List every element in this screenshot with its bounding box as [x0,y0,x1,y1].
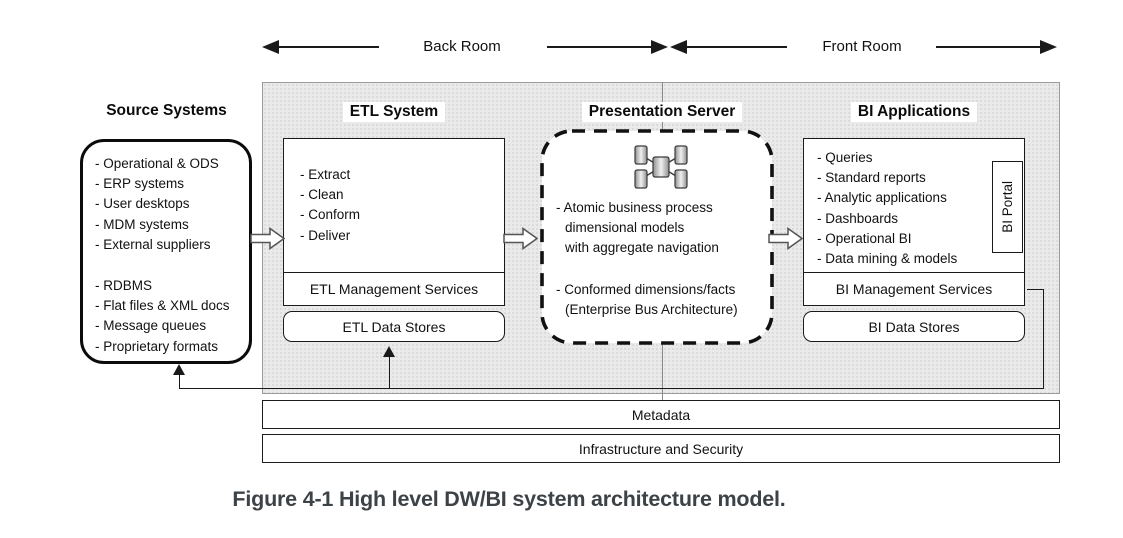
figure-caption: Figure 4-1 High level DW/BI system archi… [232,487,786,511]
source-item: - Flat files & XML docs [95,298,230,314]
presentation-bullet-line: dimensional models [565,220,685,235]
presentation-bullet-line: - Conformed dimensions/facts [556,282,736,297]
front-room-line-left [687,46,787,48]
source-item: - External suppliers [95,236,211,252]
bi-data-stores-box: BI Data Stores [803,311,1025,342]
infrastructure-bar: Infrastructure and Security [262,434,1060,463]
back-room-line-right [547,46,652,48]
bi-item: - Queries [817,150,873,165]
etl-step: - Clean [300,187,344,203]
bi-management-services-row: BI Management Services [804,272,1024,305]
feedback-arrow-to-source-icon [173,364,185,375]
bi-portal-box: BI Portal [992,161,1023,253]
front-room-left-arrow-icon [670,40,687,54]
etl-step: - Extract [300,167,351,182]
source-item: - Message queues [95,318,207,334]
etl-system-title: ETL System [283,102,505,122]
bi-item: - Standard reports [817,170,926,186]
feedback-arrow-to-etl-data-stores-icon [383,346,395,357]
etl-step: - Deliver [300,227,351,243]
bi-item: - Analytic applications [817,190,947,206]
source-systems-group1: - Operational & ODS - ERP systems - User… [95,154,249,255]
etl-management-services-row: ETL Management Services [284,272,504,305]
source-systems-box: - Operational & ODS - ERP systems - User… [80,139,252,364]
etl-step: - Conform [300,207,361,223]
front-room-label: Front Room [822,38,902,55]
feedback-vertical-to-etl-stores [389,355,391,389]
star-schema-icon [634,145,688,189]
presentation-bullet-line: - Atomic business process [556,200,713,215]
source-item: - ERP systems [95,176,185,192]
front-room-right-arrow-icon [1040,40,1057,54]
bi-applications-title: BI Applications [803,102,1025,122]
metadata-bar: Metadata [262,400,1060,429]
feedback-stub-from-bi [1027,289,1044,291]
bi-item: - Data mining & models [817,251,958,267]
source-systems-title: Source Systems [106,102,227,119]
front-room-line-right [936,46,1040,48]
back-room-right-arrow-icon [651,40,668,54]
source-item: - Proprietary formats [95,338,219,354]
etl-system-box: - Extract - Clean - Conform - Deliver ET… [283,138,505,306]
presentation-bullet-line: with aggregate navigation [565,240,719,255]
source-item: - RDBMS [95,278,152,294]
source-item: - MDM systems [95,216,189,232]
back-room-left-arrow-icon [262,40,279,54]
source-item: - Operational & ODS [95,156,219,171]
feedback-line-horizontal [179,388,1044,390]
source-item: - User desktops [95,196,190,212]
bi-item: - Dashboards [817,210,899,226]
etl-data-stores-box: ETL Data Stores [283,311,505,342]
etl-steps: - Extract - Clean - Conform - Deliver [284,139,504,246]
bi-item: - Operational BI [817,230,912,246]
source-to-etl-arrow-icon [250,227,285,250]
back-room-label: Back Room [423,38,501,55]
feedback-line-right-vertical [1043,289,1045,389]
bi-applications-box: - Queries - Standard reports - Analytic … [803,138,1025,306]
back-room-line-left [277,46,379,48]
etl-to-presentation-arrow-icon [503,227,538,250]
feedback-vertical-to-source [179,374,181,389]
bi-items: - Queries - Standard reports - Analytic … [804,139,1024,269]
presentation-to-bi-arrow-icon [768,227,803,250]
source-systems-group2: - RDBMS - Flat files & XML docs - Messag… [95,276,249,357]
presentation-server-title: Presentation Server [540,102,784,122]
presentation-bullet-line: (Enterprise Bus Architecture) [565,302,738,317]
